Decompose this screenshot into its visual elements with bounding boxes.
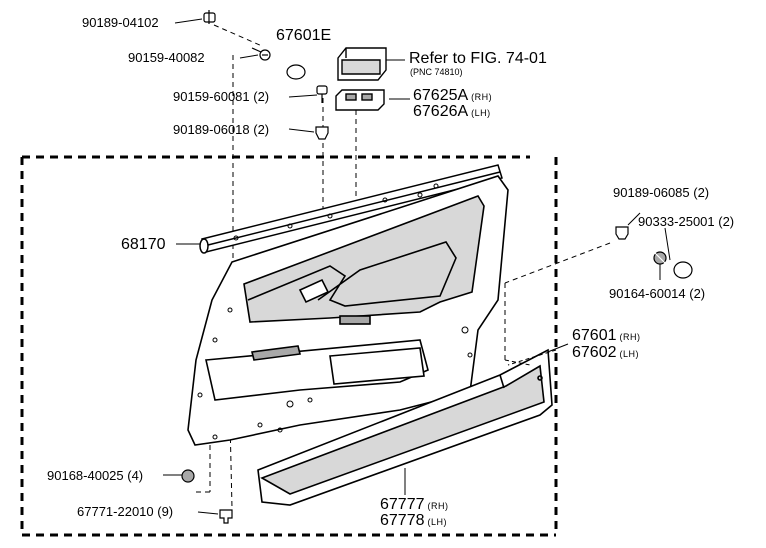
label-67626A-num: 67626A — [413, 103, 469, 120]
label-67778: 67778(LH) — [380, 513, 447, 529]
label-90189-06018: 90189-06018 (2) — [173, 122, 270, 137]
label-67778-num: 67778 — [380, 512, 425, 529]
label-67626A: 67626A(LH) — [413, 104, 491, 120]
clip-67771-22010-icon — [219, 509, 233, 524]
panel-dashed-guides — [504, 349, 557, 366]
clip-90189-06018-icon — [315, 126, 329, 140]
switch-bezel-icon — [337, 47, 387, 81]
label-67601-side: (RH) — [619, 332, 641, 342]
label-67777-side: (RH) — [427, 501, 449, 511]
label-90189-04102: 90189-04102 — [82, 15, 159, 30]
label-67771-22010: 67771-22010 (9) — [77, 504, 174, 519]
belt-weatherstrip — [199, 164, 503, 254]
cap-90333-25001-icon — [673, 261, 693, 279]
screw-90159-60081-icon — [316, 85, 328, 103]
label-90168-40025: 90168-40025 (4) — [47, 468, 144, 483]
label-67602-side: (LH) — [619, 349, 639, 359]
screw-90159-40082-icon — [251, 47, 271, 61]
label-67625A-num: 67625A — [413, 87, 469, 104]
label-90164-60014: 90164-60014 (2) — [609, 286, 706, 301]
label-67602: 67602(LH) — [572, 345, 639, 361]
switch-bracket-icon — [335, 89, 385, 111]
label-67626A-side: (LH) — [471, 108, 491, 118]
label-67625A: 67625A(RH) — [413, 88, 492, 104]
label-67778-side: (LH) — [427, 517, 447, 527]
label-68170: 68170 — [121, 236, 166, 253]
label-90159-60081: 90159-60081 (2) — [173, 89, 270, 104]
label-67625A-side: (RH) — [471, 92, 493, 102]
label-90333-25001: 90333-25001 (2) — [638, 214, 735, 229]
screw-90164-60014-icon — [651, 249, 667, 265]
label-67601: 67601(RH) — [572, 328, 641, 344]
leader-lines-solid — [163, 18, 671, 515]
panel-holes — [197, 183, 473, 440]
assembly-frame — [20, 155, 558, 537]
label-67777-num: 67777 — [380, 496, 425, 513]
label-90159-40082: 90159-40082 — [128, 50, 205, 65]
clip-90189-06085-icon — [615, 226, 629, 240]
label-67602-num: 67602 — [572, 344, 617, 361]
label-67777: 67777(RH) — [380, 497, 449, 513]
door-trim-panel — [187, 175, 509, 446]
label-67601E: 67601E — [276, 27, 332, 44]
lower-panel — [257, 348, 553, 506]
label-67601-num: 67601 — [572, 327, 617, 344]
label-refer-pnc: (PNC 74810) — [410, 67, 463, 77]
label-refer-fig: Refer to FIG. 74-01 — [409, 50, 547, 67]
label-90189-06085: 90189-06085 (2) — [613, 185, 710, 200]
cap-67601E-icon — [286, 64, 306, 80]
clip-90189-04102-icon — [203, 10, 216, 24]
clip-90168-40025-icon — [181, 469, 195, 483]
